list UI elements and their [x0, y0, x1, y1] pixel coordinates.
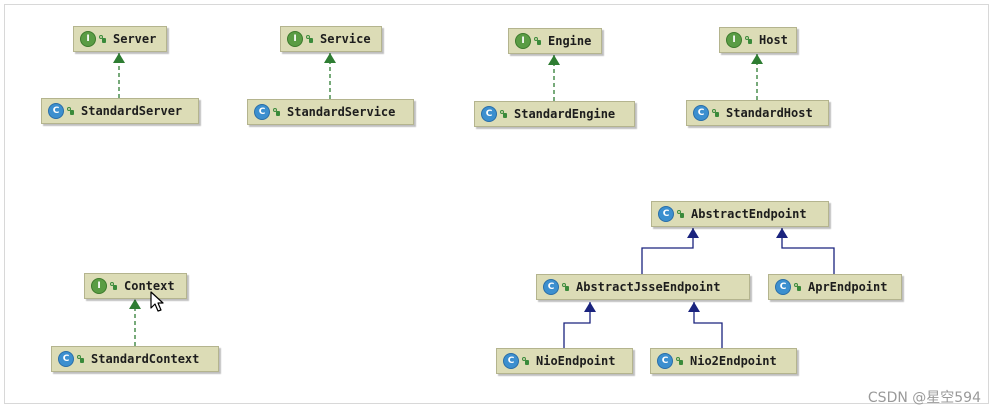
class-icon: C [657, 353, 673, 369]
node-label: AbstractJsseEndpoint [576, 280, 721, 294]
edge-standardengine-engine [548, 55, 560, 101]
node-label: StandardServer [81, 104, 183, 118]
class-icon: C [503, 353, 519, 369]
node-abstractendpoint[interactable]: C AbstractEndpoint [651, 201, 829, 227]
public-modifier-icon [712, 109, 719, 117]
node-host[interactable]: I Host [719, 27, 797, 53]
edge-abstractjsseendpoint-abstractendpoint [641, 228, 699, 274]
public-modifier-icon [273, 108, 280, 116]
node-label: AprEndpoint [808, 280, 888, 294]
node-label: Context [124, 279, 175, 293]
node-label: StandardService [287, 105, 396, 119]
node-standardengine[interactable]: C StandardEngine [474, 101, 635, 127]
node-server[interactable]: I Server [73, 26, 167, 52]
node-standardserver[interactable]: C StandardServer [41, 98, 199, 124]
node-label: Host [759, 33, 788, 47]
class-icon: C [658, 206, 674, 222]
edge-nio2endpoint-abstractjsseendpoint [688, 302, 723, 348]
edge-nioendpoint-abstractjsseendpoint [563, 302, 596, 348]
interface-icon: I [726, 32, 742, 48]
mouse-cursor-icon [150, 291, 164, 312]
public-modifier-icon [77, 355, 84, 363]
node-label: StandardHost [726, 106, 813, 120]
node-standardservice[interactable]: C StandardService [247, 99, 414, 125]
interface-icon: I [515, 33, 531, 49]
watermark: CSDN @星空594 [867, 390, 981, 406]
public-modifier-icon [677, 210, 684, 218]
class-icon: C [481, 106, 497, 122]
public-modifier-icon [110, 282, 117, 290]
edge-aprendpoint-abstractendpoint [776, 228, 835, 274]
public-modifier-icon [500, 110, 507, 118]
public-modifier-icon [306, 35, 313, 43]
node-label: Engine [548, 34, 592, 48]
class-icon: C [48, 103, 64, 119]
class-icon: C [58, 351, 74, 367]
edge-standardcontext-context [129, 299, 141, 346]
edge-standardhost-host [751, 54, 763, 100]
node-nioendpoint[interactable]: C NioEndpoint [496, 348, 633, 374]
node-standardcontext[interactable]: C StandardContext [51, 346, 219, 372]
edge-standardservice-service [324, 53, 336, 99]
public-modifier-icon [67, 107, 74, 115]
interface-icon: I [287, 31, 303, 47]
node-label: AbstractEndpoint [691, 207, 807, 221]
public-modifier-icon [745, 36, 752, 44]
edge-standardserver-server [113, 53, 125, 98]
public-modifier-icon [522, 357, 529, 365]
public-modifier-icon [562, 283, 569, 291]
interface-icon: I [80, 31, 96, 47]
node-service[interactable]: I Service [280, 26, 382, 52]
public-modifier-icon [99, 35, 106, 43]
node-label: Nio2Endpoint [690, 354, 777, 368]
class-icon: C [254, 104, 270, 120]
class-icon: C [775, 279, 791, 295]
node-aprendpoint[interactable]: C AprEndpoint [768, 274, 902, 300]
node-context[interactable]: I Context [84, 273, 187, 299]
class-icon: C [693, 105, 709, 121]
node-label: StandardEngine [514, 107, 616, 121]
node-engine[interactable]: I Engine [508, 28, 602, 54]
node-label: NioEndpoint [536, 354, 616, 368]
node-nio2endpoint[interactable]: C Nio2Endpoint [650, 348, 797, 374]
node-label: StandardContext [91, 352, 200, 366]
node-label: Service [320, 32, 371, 46]
class-icon: C [543, 279, 559, 295]
public-modifier-icon [794, 283, 801, 291]
interface-icon: I [91, 278, 107, 294]
public-modifier-icon [534, 37, 541, 45]
node-standardhost[interactable]: C StandardHost [686, 100, 829, 126]
node-label: Server [113, 32, 157, 46]
public-modifier-icon [676, 357, 683, 365]
node-abstractjsseendpoint[interactable]: C AbstractJsseEndpoint [536, 274, 750, 300]
